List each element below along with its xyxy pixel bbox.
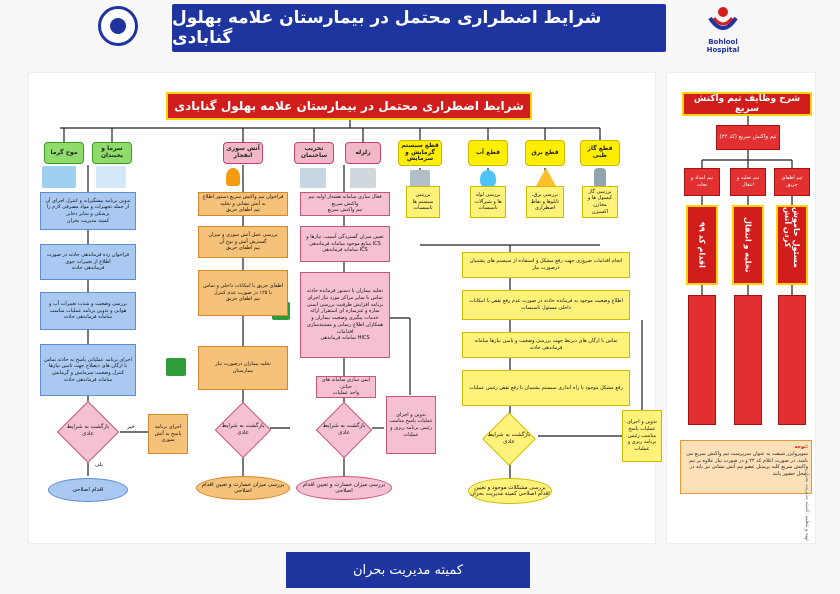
col1-end: اقدام اصلاحی	[48, 478, 128, 502]
cold-illustration	[96, 166, 126, 188]
category-heat-wave: موج گرما	[44, 142, 84, 164]
col2-step-4: تخلیه بیماران درصورت نیاز بیمارستان	[198, 346, 288, 390]
col1-yes-label: بلی	[95, 462, 103, 468]
category-earthquake: زلزله	[345, 142, 381, 164]
col4-response-box: تدوین و اجرای عملیات پاسخ مناسب رئیس برن…	[622, 410, 662, 462]
col1-step-4: اجرای برنامه عملیاتی پاسخ به حادثه تماس …	[40, 344, 136, 396]
utility-hvac-check: بررسی سیستم ها تاسیسات	[406, 186, 440, 218]
col1-decision-text: بازگشت به شرایط عادی	[66, 424, 110, 438]
side-note-title: توجه:	[794, 444, 808, 450]
category-building-collapse: تخریب ساختمان	[294, 142, 334, 164]
col1-step-1-footer: کمیته مدیریت بحران	[66, 217, 110, 224]
col3-response-box: تدوین و اجرای عملیات پاسخ مناسب رئیس برن…	[386, 396, 436, 454]
utility-gas-check: بررسی گاز کپسول ها و مخازن اکسیژن	[582, 186, 618, 218]
col4-step-2: اطلاع وضعیت موجود به فرمانده حادثه در صو…	[462, 290, 630, 320]
earthquake-illustration	[350, 168, 376, 188]
category-cold: سرما و یخبندان	[92, 142, 132, 164]
col3-step-1-text: فعال سازی سامانه هشدار اولیه تیم واکنش س…	[308, 193, 382, 207]
col1-step-2-text: فراخوان رده فرماندهی حادثه در صورت اطلاع…	[46, 251, 130, 265]
col1-step-3: بررسی وضعیت و شدت تغییرات آب و هوایی و ت…	[40, 292, 136, 330]
col2-step-2: بررسی عمل آتش سوزی و میزان گسترش آتش و ن…	[198, 226, 288, 258]
footer-label: کمیته مدیریت بحران	[286, 552, 530, 588]
col1-step-1-text: تدوین برنامه پیشگیرانه و کنترل اجرای آن …	[45, 197, 131, 218]
fire-response-box: اجرای برنامه پاسخ به آتش سوزی	[148, 414, 188, 454]
col2-step-3: اطفای حریق با امکانات داخلی و تماس با ۱۲…	[198, 270, 288, 316]
pillar-evacuation: تخلیه و انتقال	[732, 205, 764, 285]
col2-step-2-text: بررسی عمل آتش سوزی و میزان گسترش آتش و ن…	[208, 231, 278, 245]
col2-step-2-footer: تیم اطفای حریق	[225, 245, 261, 252]
side-panel-title: شرح وظایف تیم واکنش سریع	[682, 92, 812, 116]
col2-step-3-footer: تیم اطفای حریق	[225, 296, 261, 303]
col1-step-3-footer: سامانه فرماندهی حادثه	[63, 314, 113, 321]
category-power-outage: قطع برق	[525, 140, 565, 166]
utility-power-check: بررسی برق، تابلوها و نقاط اضطراری	[526, 186, 564, 218]
col4-step-1: انجام اقدامات ضروری جهت رفع مشکل و استفا…	[462, 252, 630, 278]
heat-illustration	[42, 166, 76, 188]
col2-step-1-text: فراخوان تیم واکنش سریع دستور اطلاع به آت…	[202, 193, 284, 207]
col1-step-2: فراخوان رده فرماندهی حادثه در صورت اطلاع…	[40, 244, 136, 280]
col2-step-1-footer: تیم اطفای حریق	[225, 207, 261, 214]
col3-step-3-text: تخلیه بیماران با دستور فرمانده حادثه تما…	[306, 288, 384, 335]
water-drop-icon	[480, 170, 496, 188]
col3-step-3: تخلیه بیماران با دستور فرمانده حادثه تما…	[300, 272, 390, 358]
side-note-text: سوپروایزر شیفت به عنوان سرپرست تیم واکنش…	[686, 450, 808, 477]
university-logo-icon	[98, 6, 138, 46]
page-title: شرایط اضطراری محتمل در بیمارستان علامه ب…	[172, 4, 666, 52]
col2-step-4-footer: بیمارستان	[232, 368, 254, 374]
hospital-logo-label: Bohlool Hospital	[706, 38, 740, 54]
hospital-logo: Bohlool Hospital	[700, 4, 746, 54]
col1-no-label: خیر	[126, 424, 136, 430]
col3-step-4: ایمن سازی سامانه های حیاتی واحد عملیات	[316, 376, 376, 398]
col4-decision-text: بازگشت به شرایط عادی	[487, 432, 531, 446]
col2-step-1: فراخوان تیم واکنش سریع دستور اطلاع به آت…	[198, 192, 288, 216]
col1-step-4-footer: سامانه فرماندهی حادثه	[63, 376, 113, 383]
pillar-code-99: اقدام کد ۹۹	[686, 205, 718, 285]
category-fire: آتش سوزی انفجار	[223, 142, 263, 164]
col3-decision-text: بازگشت به شرایط عادی	[322, 423, 366, 437]
col2-step-3-text: اطفای حریق با امکانات داخلی و تماس با ۱۲…	[202, 282, 284, 296]
hvac-unit-icon	[410, 170, 430, 188]
category-hvac-outage: قطع سیستم گرمایش و سرمایش	[398, 140, 442, 166]
utility-water-check: بررسی لوله ها و شیرآلات تاسیسات	[470, 186, 506, 218]
flowchart-title: شرایط اضطراری محتمل در بیمارستان علامه ب…	[166, 92, 532, 120]
col1-step-2-footer: فرماندهی حادثه	[71, 265, 105, 272]
branch-firefighting: تیم اطفای حریق	[774, 168, 810, 196]
col3-step-1: فعال سازی سامانه هشدار اولیه تیم واکنش س…	[300, 192, 390, 216]
col4-end: بررسی مشکلات موجود و تعیین اقدام اصلاحی …	[468, 478, 552, 504]
col3-step-3-footer: سامانه فرماندهی HICS	[320, 335, 370, 342]
electric-warning-icon	[536, 168, 556, 186]
col3-step-1-footer: تیم واکنش سریع	[327, 207, 363, 214]
col2-step-4-text: تخلیه بیماران درصورت نیاز	[215, 361, 271, 368]
branch-rescue: تیم امداد و نجات	[684, 168, 720, 196]
col1-step-4-text: اجرای برنامه عملیاتی پاسخ به حادثه تماس …	[44, 356, 132, 377]
col2-end: بررسی میزان خسارت و تعیین اقدام اصلاحی	[196, 476, 290, 500]
col1-step-3-text: بررسی وضعیت و شدت تغییرات آب و هوایی و ت…	[48, 300, 128, 314]
category-medical-gas-outage: قطع گاز طبی	[580, 140, 620, 166]
evacuation-duties-column	[734, 295, 762, 425]
col3-step-2-text: تعیین میزان گستردگی آسیب، نیازها و منابع…	[306, 233, 384, 247]
building-illustration	[300, 168, 326, 188]
gas-cylinder-icon	[594, 168, 606, 188]
firefighting-duties-column	[778, 295, 806, 425]
vertical-credit: تهیه و تنظیم: کمیته مدیریت بحران	[804, 470, 810, 541]
rescue-duties-column	[688, 295, 716, 425]
col1-step-1: تدوین برنامه پیشگیرانه و کنترل اجرای آن …	[40, 192, 136, 230]
col4-step-4: رفع مشکل موجود یا راه اندازی سیستم پشتیب…	[462, 370, 630, 406]
col4-step-3: تماس با ارگان های ذیربط جهت بررسی وضعیت …	[462, 332, 630, 358]
col2-decision-text: بازگشت به شرایط عادی	[221, 423, 265, 437]
branch-evacuation: تیم تخلیه و انتقال	[730, 168, 766, 196]
col3-step-2: تعیین میزان گستردگی آسیب، نیازها و منابع…	[300, 226, 390, 262]
col3-end: بررسی میزان خسارت و تعیین اقدام اصلاحی	[296, 476, 392, 500]
rapid-response-team-box: تیم واکنش سریع (کد ۲۲)	[716, 125, 780, 150]
exit-sign-icon	[166, 358, 186, 376]
category-water-outage: قطع آب	[468, 140, 508, 166]
fire-icon	[226, 168, 240, 186]
hospital-logo-icon	[708, 7, 738, 30]
pillar-extinguish: مسئول خاموش کردن آتش	[776, 205, 808, 285]
col3-step-2-footer: سامانه فرماندهی ICS	[322, 247, 368, 254]
col3-step-4-footer: واحد عملیات	[332, 390, 360, 397]
col3-step-4-text: ایمن سازی سامانه های حیاتی	[321, 376, 371, 390]
side-note: توجه: سوپروایزر شیفت به عنوان سرپرست تیم…	[680, 440, 812, 494]
